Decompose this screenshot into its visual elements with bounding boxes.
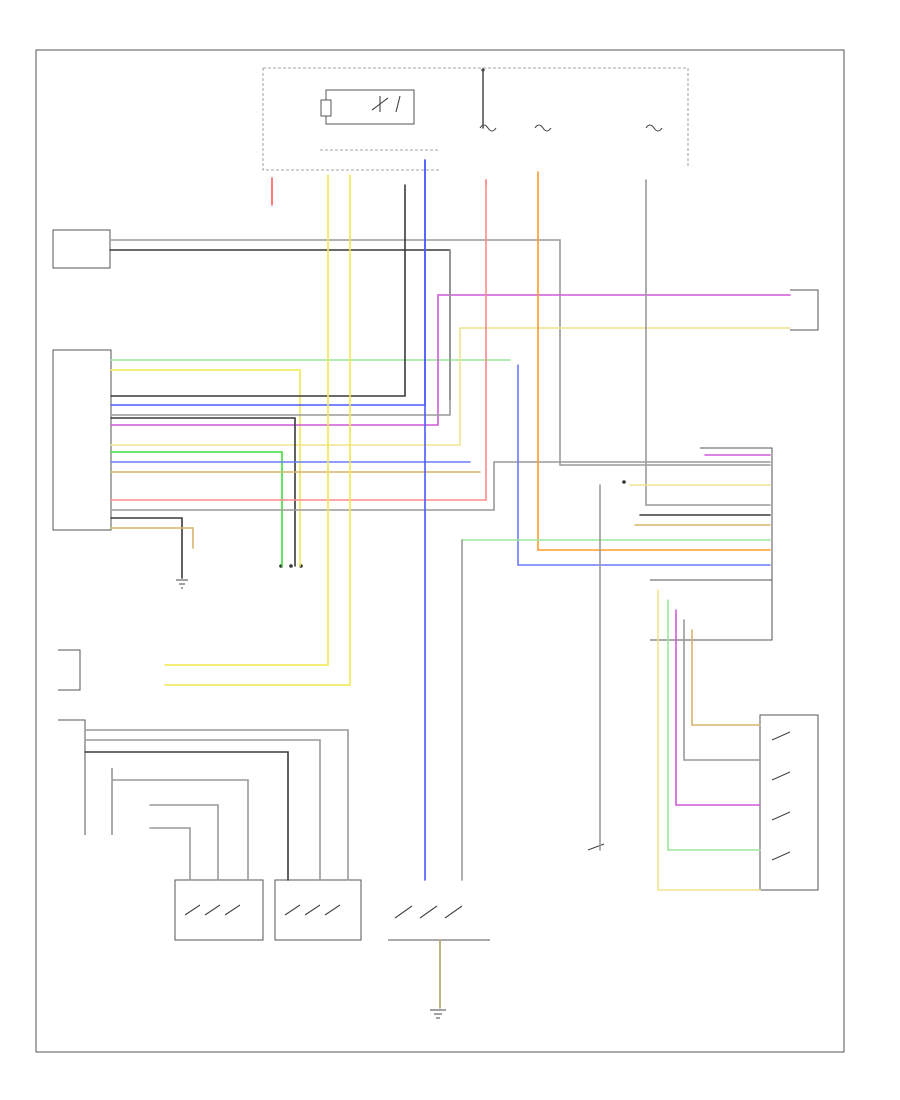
wire-green bbox=[110, 451, 283, 567]
wire-ltblue bbox=[517, 364, 771, 566]
right-switch-box bbox=[274, 879, 362, 941]
wires bbox=[84, 159, 791, 1009]
power-distribution-box bbox=[262, 67, 689, 171]
tcu-box bbox=[52, 349, 112, 531]
relay-contact-icon bbox=[371, 95, 401, 113]
wire-gray bbox=[111, 779, 249, 881]
data-link-block bbox=[622, 480, 626, 484]
switch-contact-icon bbox=[771, 851, 791, 861]
switch-contact-icon bbox=[284, 904, 341, 916]
range-switch-lower bbox=[650, 579, 773, 641]
multifunction-switch-component bbox=[58, 719, 113, 835]
wire-pink bbox=[110, 179, 487, 501]
wire-blue bbox=[110, 159, 426, 406]
range-switch-connector bbox=[650, 447, 773, 641]
wire-gray bbox=[645, 179, 771, 506]
right-shift-switch bbox=[274, 879, 362, 941]
cluster-outline bbox=[52, 229, 111, 269]
power-box-outline bbox=[263, 67, 689, 168]
ground-bottom bbox=[430, 1009, 446, 1019]
transmission-control-unit bbox=[52, 349, 112, 531]
power-box-outline-left bbox=[262, 68, 440, 171]
fuse-icon bbox=[645, 124, 663, 132]
selector-switch-component bbox=[759, 714, 819, 891]
connector-icon bbox=[622, 480, 626, 484]
shift-lock-outline bbox=[58, 649, 81, 691]
back-up-lamps-component bbox=[790, 289, 819, 331]
switch-contact-icon bbox=[771, 811, 791, 821]
wire-orange bbox=[537, 171, 771, 551]
ground-icon bbox=[430, 1009, 446, 1019]
fuse-icon bbox=[534, 124, 552, 132]
wire-gray bbox=[149, 827, 191, 881]
wire-violet bbox=[675, 609, 761, 806]
wire-tan bbox=[110, 527, 194, 549]
relay-coil-icon bbox=[320, 99, 332, 117]
wire-black bbox=[84, 751, 289, 881]
wire-gray bbox=[84, 739, 321, 881]
wire-gray bbox=[110, 461, 771, 511]
left-switch-box bbox=[174, 879, 264, 941]
switch-contact-icon bbox=[587, 843, 605, 851]
switch-contact-icon bbox=[184, 904, 241, 916]
instrument-cluster-component bbox=[52, 229, 111, 269]
wire-black bbox=[110, 417, 296, 567]
wire-black bbox=[110, 184, 406, 397]
connector-icon bbox=[289, 564, 293, 568]
switch-contact-icon bbox=[394, 905, 463, 919]
wire-gray bbox=[110, 249, 451, 416]
wire-black bbox=[109, 249, 451, 401]
wire-ltyellow bbox=[657, 589, 761, 891]
wire-yellow bbox=[110, 369, 301, 567]
multifunction-outline bbox=[58, 719, 86, 835]
wire-ltgreen bbox=[667, 599, 761, 851]
wire-gray bbox=[84, 729, 349, 881]
back-up-lamp-outline bbox=[790, 289, 819, 331]
range-switch-outline bbox=[700, 447, 773, 640]
ground-tcu bbox=[176, 579, 188, 589]
ground-icon bbox=[176, 579, 188, 589]
shift-selector-switch bbox=[388, 905, 490, 941]
diagram-frame bbox=[35, 49, 845, 1053]
wire-violet bbox=[110, 294, 791, 426]
wire-gray bbox=[683, 619, 761, 761]
wire-gray bbox=[109, 239, 771, 466]
left-shift-switch bbox=[174, 879, 264, 941]
switch-contact-icon bbox=[771, 771, 791, 781]
selector-switch-outline bbox=[759, 714, 819, 891]
wire-black bbox=[110, 517, 183, 579]
wire-ltyellow bbox=[110, 327, 791, 446]
shift-lock-component bbox=[58, 649, 81, 691]
wire-yellow bbox=[164, 174, 329, 666]
wire-tan bbox=[691, 629, 761, 726]
wire-gray bbox=[149, 804, 219, 881]
switch-contact-icon bbox=[771, 731, 791, 741]
relay-box bbox=[325, 89, 415, 125]
brake-switch-component bbox=[587, 843, 605, 851]
wire-yellow bbox=[164, 174, 351, 686]
